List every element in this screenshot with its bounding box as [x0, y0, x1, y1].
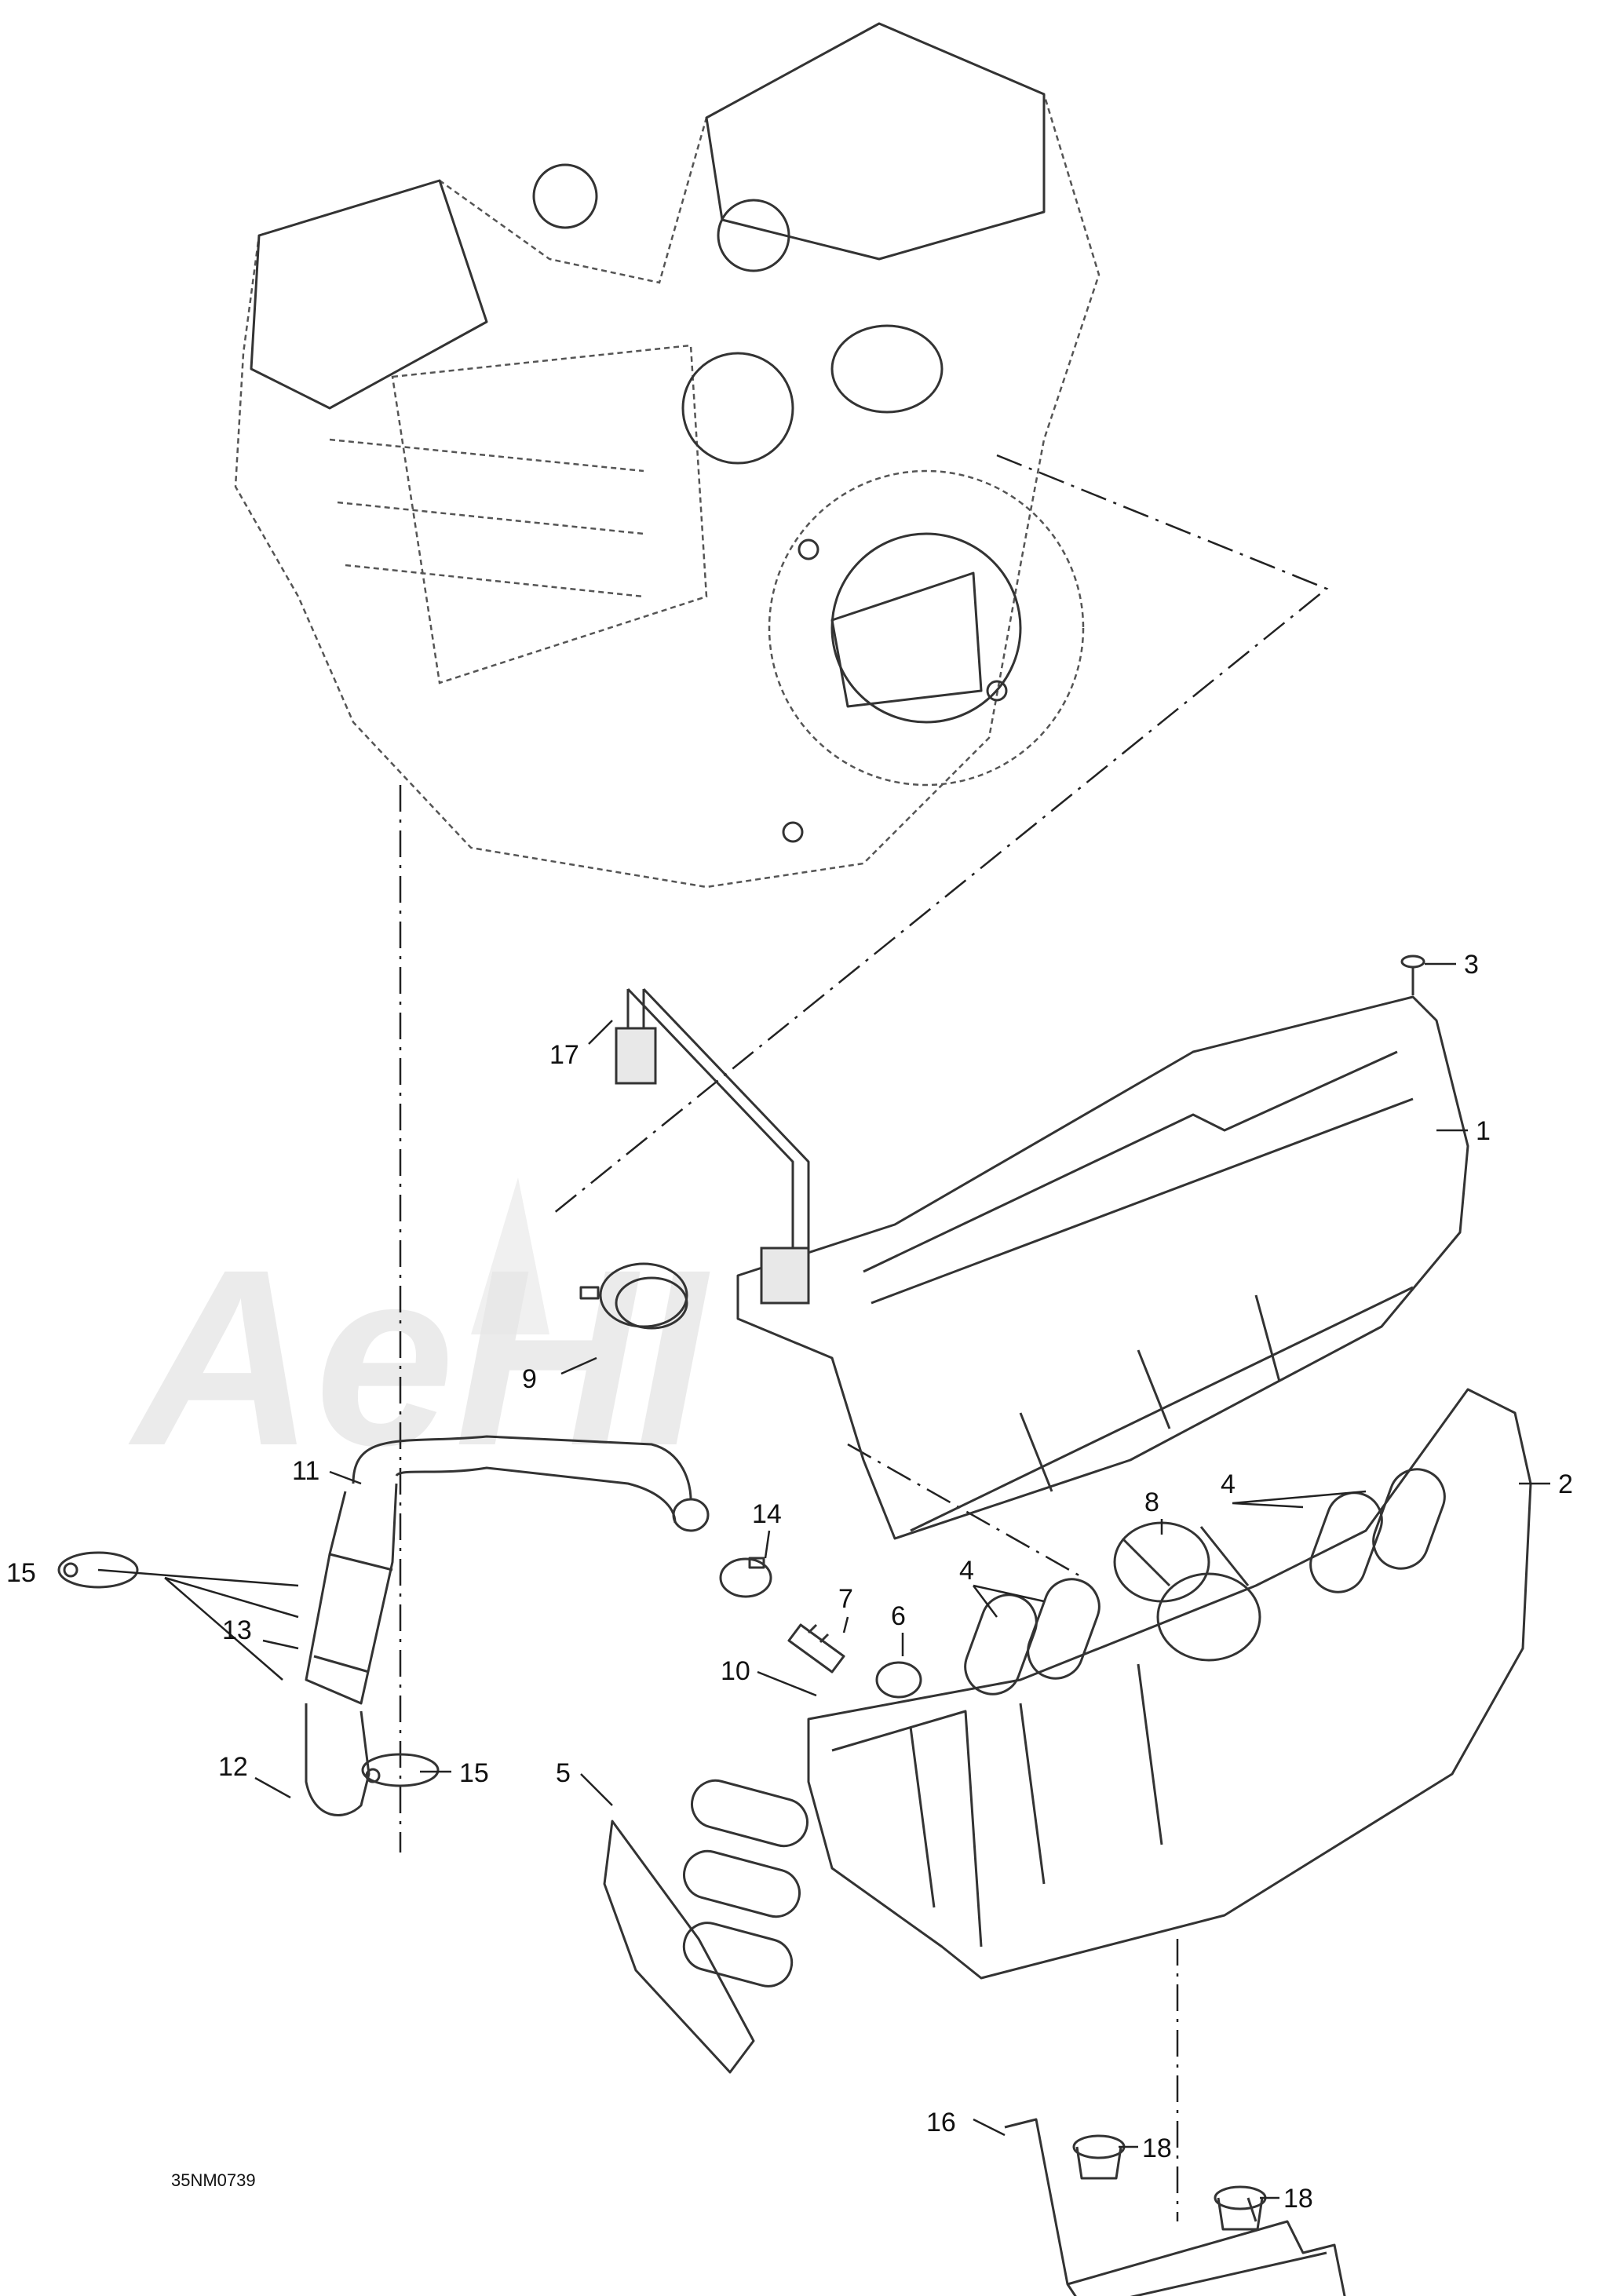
callout-8: 8: [1144, 1487, 1159, 1517]
callout-4-right: 4: [1221, 1469, 1236, 1499]
breather-hose: [352, 1435, 710, 1532]
watermark-spire: [471, 848, 549, 1334]
callout-9: 9: [522, 1364, 537, 1394]
filter-tubes-right: [1309, 1468, 1446, 1593]
filter-element: [603, 1779, 808, 2074]
callout-18-right: 18: [1283, 2184, 1313, 2214]
leader-lines: [97, 962, 1550, 2199]
callout-18-left: 18: [1142, 2134, 1172, 2163]
support-bracket: [1004, 2118, 1346, 2296]
callout-14: 14: [752, 1499, 782, 1529]
clamp-small: [719, 1557, 772, 1598]
callout-11: 11: [292, 1456, 319, 1486]
retaining-strap: [615, 987, 810, 1305]
drawing-code: 35NM0739: [171, 2170, 256, 2190]
callout-3: 3: [1464, 950, 1479, 980]
callout-13: 13: [222, 1615, 252, 1645]
callout-1: 1: [1476, 1116, 1491, 1146]
air-box-cover: [736, 995, 1469, 1540]
callout-10: 10: [721, 1656, 750, 1686]
callout-17: 17: [549, 1040, 579, 1070]
clamp-upper: [57, 1551, 139, 1589]
reference-line-b: [549, 454, 1329, 1217]
bumper-left: [1072, 2134, 1126, 2180]
engine-assembly: [234, 22, 1101, 889]
watermark: AeHI: [126, 1217, 710, 1498]
grommet: [875, 1661, 922, 1699]
callout-16: 16: [926, 2108, 956, 2137]
callout-12: 12: [218, 1752, 248, 1782]
callout-6: 6: [891, 1601, 906, 1631]
clamp-large: [579, 1262, 688, 1330]
screw: [1400, 955, 1425, 995]
elbow-hose: [305, 1703, 370, 1816]
callout-5: 5: [556, 1758, 571, 1788]
air-box-housing: [807, 1388, 1532, 1980]
breather-filter: [305, 1483, 398, 1705]
callout-4-left: 4: [959, 1556, 974, 1586]
drain-fitting: [787, 1623, 845, 1674]
callout-7: 7: [838, 1584, 853, 1614]
callout-15-lower: 15: [459, 1758, 489, 1788]
callout-2: 2: [1558, 1469, 1573, 1499]
callout-labels: 1 2 3 4 4 5 6 7 8 9 10 11 12 13 14 15 15…: [6, 950, 1573, 2214]
clamp-lower: [361, 1753, 440, 1787]
bumper-right: [1214, 2185, 1267, 2231]
callout-15-upper: 15: [6, 1558, 36, 1588]
filter-tubes-left: [964, 1578, 1101, 1696]
